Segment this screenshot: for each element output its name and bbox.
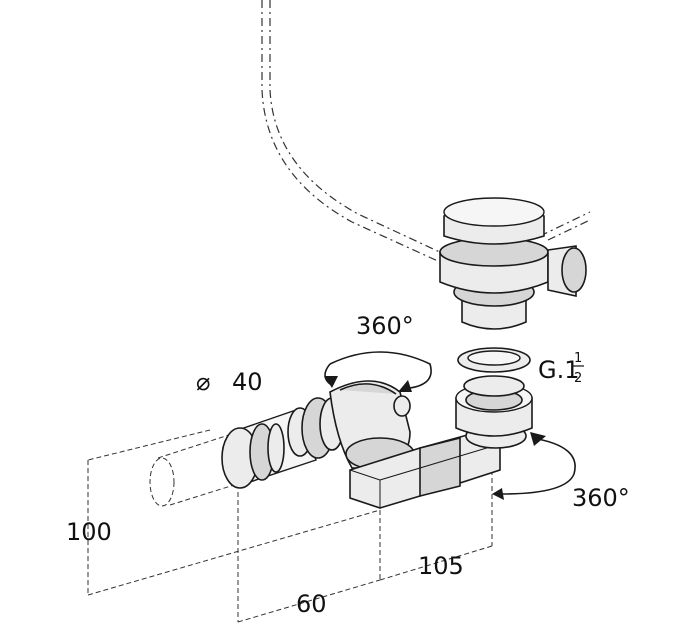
- rotation-arrow-top: [324, 351, 432, 392]
- rotation-arrow-right: [492, 432, 576, 500]
- inlet-pipe: [221, 397, 345, 489]
- sealing-washer: [457, 347, 531, 373]
- trap-body: [349, 423, 527, 509]
- ghost-pipe: [149, 431, 251, 507]
- top-connector: [455, 375, 533, 437]
- rotation-label-top: 360°: [356, 312, 414, 340]
- thread-fraction-numerator: 1: [574, 351, 582, 366]
- diameter-value: 40: [232, 368, 263, 396]
- drain-plug: [439, 197, 587, 330]
- dimension-width-right: 105: [418, 552, 464, 580]
- elbow-joint: [329, 380, 415, 471]
- dimension-height: 100: [66, 518, 112, 546]
- dimension-width-left: 60: [296, 590, 327, 618]
- rotation-label-right: 360°: [572, 484, 630, 512]
- thread-label: G.1: [538, 356, 580, 384]
- labels: 360° 360° ⌀ 40 G.1 1 2 100 60 105: [66, 312, 630, 618]
- thread-fraction-denominator: 2: [574, 371, 582, 386]
- diameter-symbol: ⌀: [196, 368, 210, 396]
